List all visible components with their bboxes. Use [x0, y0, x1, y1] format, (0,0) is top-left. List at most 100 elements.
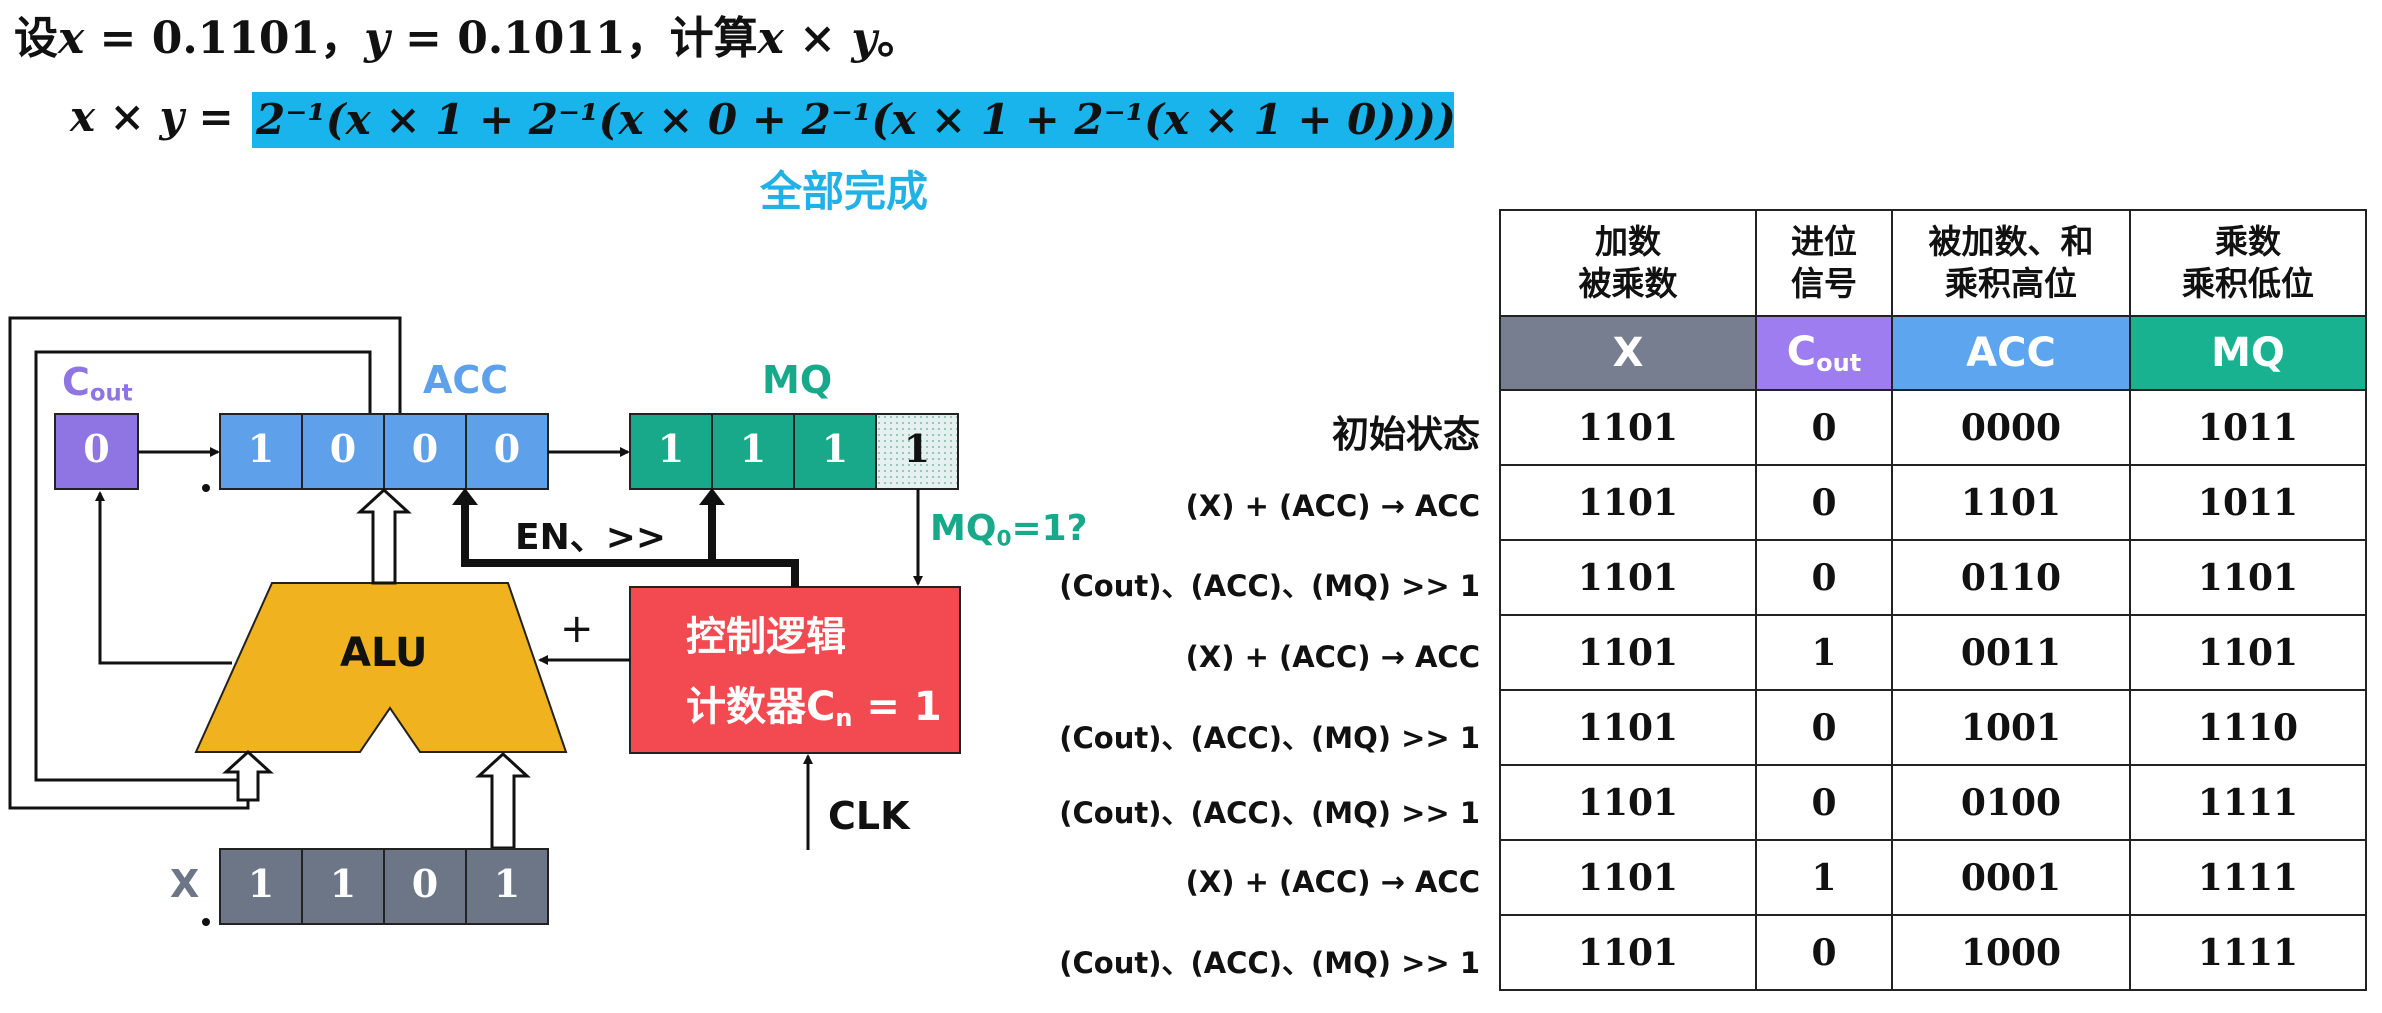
feedback-loop-outer: [8, 316, 402, 810]
row-label: (Cout)、(ACC)、(MQ) >> 1: [1059, 946, 1480, 980]
title-var-x: x: [58, 13, 85, 64]
table-cell: 1101: [1499, 689, 1757, 766]
table-cell: 1: [1755, 614, 1893, 691]
title-y-value: = 0.1011，: [389, 13, 670, 64]
alu-to-acc-bus: [356, 487, 412, 585]
acc-label: ACC: [423, 358, 509, 402]
title-x-value: = 0.1101，: [84, 13, 365, 64]
x-bit: 1: [247, 861, 275, 906]
title-expression: x × y: [757, 13, 877, 64]
table-cell: 0001: [1891, 839, 2131, 916]
table-cell: 1011: [2129, 464, 2367, 541]
mq-bit: 1: [657, 426, 685, 471]
header-multiplier: 乘数乘积低位: [2129, 209, 2367, 317]
table-cell: 1101: [1499, 839, 1757, 916]
table-cell: 1: [1755, 839, 1893, 916]
row-label: (Cout)、(ACC)、(MQ) >> 1: [1059, 721, 1480, 755]
register-trace-table: 加数被乘数 进位信号 被加数、和乘积高位 乘数乘积低位 X Cout ACC M…: [1499, 209, 2367, 991]
table-cell: 1011: [2129, 389, 2367, 466]
table-cell: 1101: [2129, 539, 2367, 616]
table-cell: 1101: [1891, 464, 2131, 541]
table-cell: 1101: [1499, 764, 1757, 841]
table-cell: 1101: [1499, 539, 1757, 616]
table-cell: 0: [1755, 914, 1893, 991]
alu-to-cout-path: [95, 491, 232, 665]
x-binary-point: [202, 918, 210, 926]
acc-bit: 0: [329, 426, 357, 471]
mq-label: MQ: [762, 358, 833, 402]
row-label-initial: 初始状态: [1332, 413, 1480, 456]
table-cell: 1101: [1499, 914, 1757, 991]
table-cell: 1101: [1499, 389, 1757, 466]
header-reg-acc: ACC: [1891, 315, 2131, 391]
header-reg-cout: Cout: [1755, 315, 1893, 391]
header-reg-mq: MQ: [2129, 315, 2367, 391]
table-cell: 0110: [1891, 539, 2131, 616]
row-label: (X) + (ACC) → ACC: [1185, 640, 1480, 674]
row-label: (X) + (ACC) → ACC: [1185, 865, 1480, 899]
multiplier-diagram: [8, 316, 961, 926]
control-logic-label: 控制逻辑: [686, 614, 846, 660]
enable-shift-label: EN、>>: [515, 517, 667, 558]
table-cell: 0: [1755, 539, 1893, 616]
table-cell: 0000: [1891, 389, 2131, 466]
table-cell: 0: [1755, 689, 1893, 766]
table-cell: 1101: [2129, 614, 2367, 691]
title-var-y: y: [364, 13, 390, 64]
plus-label: +: [560, 606, 594, 652]
table-header-row-meaning: 加数被乘数 进位信号 被加数、和乘积高位 乘数乘积低位: [1499, 209, 2367, 317]
cout-register: [54, 413, 139, 490]
x-label: X: [170, 862, 200, 906]
header-carry: 进位信号: [1755, 209, 1893, 317]
clk-label: CLK: [828, 794, 910, 838]
table-cell: 0: [1755, 464, 1893, 541]
x-bit: 1: [493, 861, 521, 906]
table-cell: 0: [1755, 389, 1893, 466]
table-cell: 1111: [2129, 914, 2367, 991]
mq-bit: 1: [739, 426, 767, 471]
table-cell: 1001: [1891, 689, 2131, 766]
mq-register: [629, 413, 877, 490]
feedback-loop-inner: [34, 350, 372, 782]
problem-statement: 设x = 0.1101，y = 0.1011，计算x × y。: [14, 2, 921, 66]
table-cell: 1110: [2129, 689, 2367, 766]
alu-label: ALU: [340, 630, 428, 676]
table-cell: 0011: [1891, 614, 2131, 691]
control-logic-box: [629, 586, 961, 754]
row-label: (X) + (ACC) → ACC: [1185, 489, 1480, 523]
title-end: 。: [876, 13, 921, 64]
title-prefix: 设: [14, 13, 58, 64]
x-bit: 0: [411, 861, 439, 906]
table-cell: 1101: [1499, 614, 1757, 691]
acc-bit: 0: [493, 426, 521, 471]
row-label: (Cout)、(ACC)、(MQ) >> 1: [1059, 569, 1480, 603]
completion-status: 全部完成: [760, 167, 929, 216]
x-bit: 1: [329, 861, 357, 906]
enable-shift-path: [461, 500, 799, 587]
cout-value: 0: [83, 426, 110, 471]
acc-to-alu-bus: [222, 749, 274, 802]
table-cell: 0100: [1891, 764, 2131, 841]
mq0-bit-value: 1: [903, 426, 931, 471]
acc-binary-point: [202, 484, 210, 492]
header-sum: 被加数、和乘积高位: [1891, 209, 2131, 317]
table-cell: 1101: [1499, 464, 1757, 541]
title-compute: 计算: [669, 13, 758, 64]
table-cell: 0: [1755, 764, 1893, 841]
x-to-alu-bus: [475, 751, 531, 850]
formula-lhs: x × y =: [70, 92, 234, 141]
table-cell: 1111: [2129, 764, 2367, 841]
cout-label: Cout: [62, 360, 133, 407]
acc-bit: 1: [247, 426, 275, 471]
table-cell: 1000: [1891, 914, 2131, 991]
row-label: (Cout)、(ACC)、(MQ) >> 1: [1059, 796, 1480, 830]
formula-rhs-highlight: 2⁻¹(x × 1 + 2⁻¹(x × 0 + 2⁻¹(x × 1 + 2⁻¹(…: [252, 92, 1456, 148]
mq0-condition-label: MQ0=1?: [930, 508, 1088, 552]
mq0-bit: [875, 413, 959, 490]
